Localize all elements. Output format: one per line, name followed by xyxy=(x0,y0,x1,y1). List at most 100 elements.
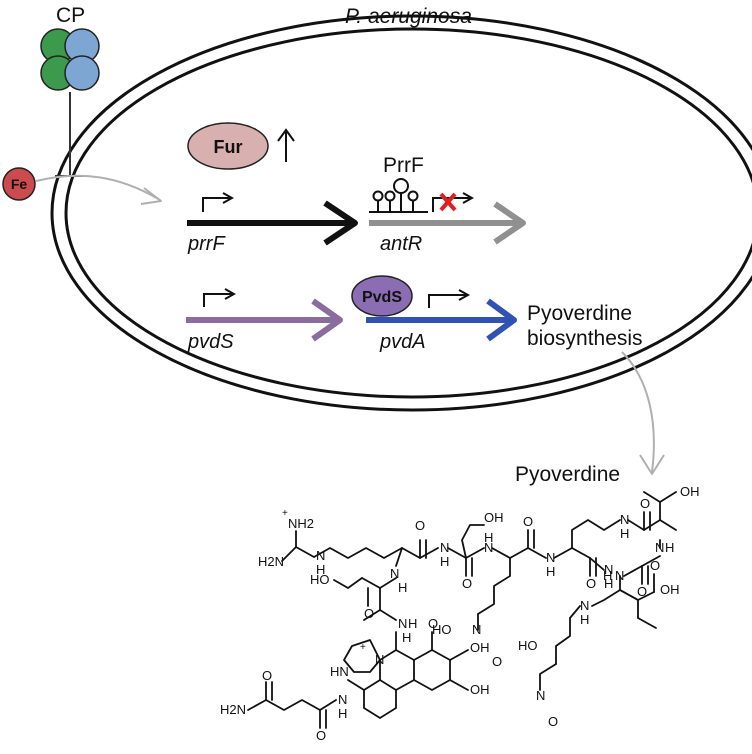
atom-h-thr1: H xyxy=(665,540,674,555)
pvds-protein: PvdS xyxy=(351,275,413,317)
organism-label: P. aeruginosa xyxy=(345,5,472,28)
fur-ellipse xyxy=(187,122,269,170)
pvda-gene-arrowhead xyxy=(486,298,517,342)
atom-n-arg-ser: N xyxy=(440,540,449,555)
iron-uptake-arrow xyxy=(35,174,161,201)
output-label-line1: Pyoverdine xyxy=(527,302,632,325)
atom-h-lys-eps: H xyxy=(604,576,613,591)
iron-node: Fe xyxy=(2,167,162,205)
atom-h-fohorn2: H xyxy=(580,612,589,627)
atom-oh-ser1: OH xyxy=(484,510,504,525)
atom-o-ser1: O xyxy=(415,518,425,533)
antr-promoter-arrow xyxy=(432,198,472,212)
atom-o-succ2: O xyxy=(316,728,326,743)
atom-o-fohorn1-b: O xyxy=(523,514,533,529)
atom-n-hydrox2: N xyxy=(536,688,545,703)
srna-hairpin-2 xyxy=(384,190,396,212)
atom-h-ser2: H xyxy=(408,616,417,631)
prrf-gene-arrowhead xyxy=(323,200,358,246)
inner-membrane xyxy=(64,27,752,399)
atom-hn-chrom: HN xyxy=(330,664,349,679)
atom-n-thr2: N xyxy=(615,568,624,583)
pyoverdine-structure: NH2 + H2N N H N H N H OH O N H O N H O N… xyxy=(220,484,700,743)
atom-n-hydrox1: N xyxy=(472,622,481,637)
fe-label: Fe xyxy=(11,176,28,192)
srna-hairpin-4 xyxy=(407,190,419,212)
pvda-promoter-arrow xyxy=(428,295,468,308)
atom-ho-hydrox1: HO xyxy=(432,622,452,637)
atom-n-chrom: N xyxy=(375,652,384,667)
pvds-gene: pvdS xyxy=(186,294,343,353)
atom-o-ser2: O xyxy=(364,606,374,621)
pvds-ellipse xyxy=(351,275,413,317)
atom-n-lys-eps: N xyxy=(604,562,613,577)
atom-o-thr-c: O xyxy=(640,496,650,511)
pvda-gene: pvdA xyxy=(366,295,517,353)
srna-hairpin-1 xyxy=(372,190,384,212)
fur-label: Fur xyxy=(214,137,243,157)
atom-h-arg-ser: H xyxy=(440,554,449,569)
antr-gene: antR xyxy=(369,192,526,255)
atom-ho-hydrox2: HO xyxy=(518,638,538,653)
atom-n-fohorn1: N xyxy=(546,550,555,565)
antr-gene-arrowhead xyxy=(493,201,526,245)
atom-h-thr2: H xyxy=(603,568,612,583)
output-label-line2: biosynthesis xyxy=(527,327,643,350)
atom-h-arg: H xyxy=(398,580,407,595)
atom-n-fohorn2: N xyxy=(580,598,589,613)
atom-o-thr1: O xyxy=(637,584,647,599)
fe-circle xyxy=(2,167,36,201)
atom-plus: + xyxy=(282,508,288,519)
atom-h-ser1: H xyxy=(484,530,493,545)
atom-n-succ: N xyxy=(338,692,347,707)
atom-o-formyl1: O xyxy=(492,654,502,669)
prrf-srna-label: PrrF xyxy=(383,154,424,177)
atom-h-succ: H xyxy=(338,706,347,721)
antr-gene-label: antR xyxy=(380,233,422,255)
prrf-promoter-arrow xyxy=(202,198,232,212)
atom-nh-arg: N xyxy=(390,566,399,581)
pvds-gene-arrowhead xyxy=(311,298,343,342)
atom-h-chrom: H xyxy=(402,630,411,645)
calprotectin-complex: CP xyxy=(40,4,100,177)
atom-oh-cat2: OH xyxy=(470,682,490,697)
atom-oh-thr2: OH xyxy=(660,582,680,597)
atom-oh-cat1: OH xyxy=(470,640,490,655)
antr-block-x xyxy=(439,192,457,212)
atom-o-formyl2: O xyxy=(548,714,558,729)
structure-title: Pyoverdine xyxy=(515,463,620,486)
prrf-gene-label: prrF xyxy=(187,233,226,255)
atom-h-guan: H xyxy=(316,562,325,577)
atom-o-thr2: O xyxy=(650,558,660,573)
pvds-promoter-arrow xyxy=(203,294,234,307)
atom-oh-thr1: OH xyxy=(680,484,700,499)
fur-up-arrowhead xyxy=(277,128,295,142)
pvda-gene-label: pvdA xyxy=(379,331,426,353)
output-flow-arrow xyxy=(621,351,655,473)
pyoverdine-output: Pyoverdine biosynthesis Pyoverdine xyxy=(515,302,665,486)
prrf-gene: prrF xyxy=(187,198,358,255)
atom-n-thr1: N xyxy=(655,540,664,555)
atom-h2n-guan: H2N xyxy=(258,554,284,569)
atom-o-succ1: O xyxy=(262,668,272,683)
cp-subunit-blue-2 xyxy=(64,55,100,91)
pvds-protein-label: PvdS xyxy=(362,289,402,306)
atom-o-fohorn1-a: O xyxy=(462,576,472,591)
structure-atom-labels: NH2 + H2N N H N H N H OH O N H O N H O N… xyxy=(220,484,700,743)
atom-h2n-succ: H2N xyxy=(220,702,246,717)
atom-n-guan: N xyxy=(316,548,325,563)
atom-o-chrom: O xyxy=(428,616,438,631)
atom-nh2-plus: NH2 xyxy=(288,516,314,531)
output-flow-arrowhead xyxy=(639,454,665,475)
pvds-gene-label: pvdS xyxy=(187,331,234,353)
atom-n-ser2: N xyxy=(398,616,407,631)
srna-hairpin-3 xyxy=(393,178,409,212)
cell-envelope xyxy=(50,14,752,412)
iron-uptake-arrowhead xyxy=(140,187,162,205)
outer-membrane xyxy=(50,14,752,412)
cp-label: CP xyxy=(56,4,85,27)
atom-plus-chrom: + xyxy=(360,642,366,653)
prrf-srna: PrrF xyxy=(369,154,428,213)
fur-protein: Fur xyxy=(187,122,295,170)
